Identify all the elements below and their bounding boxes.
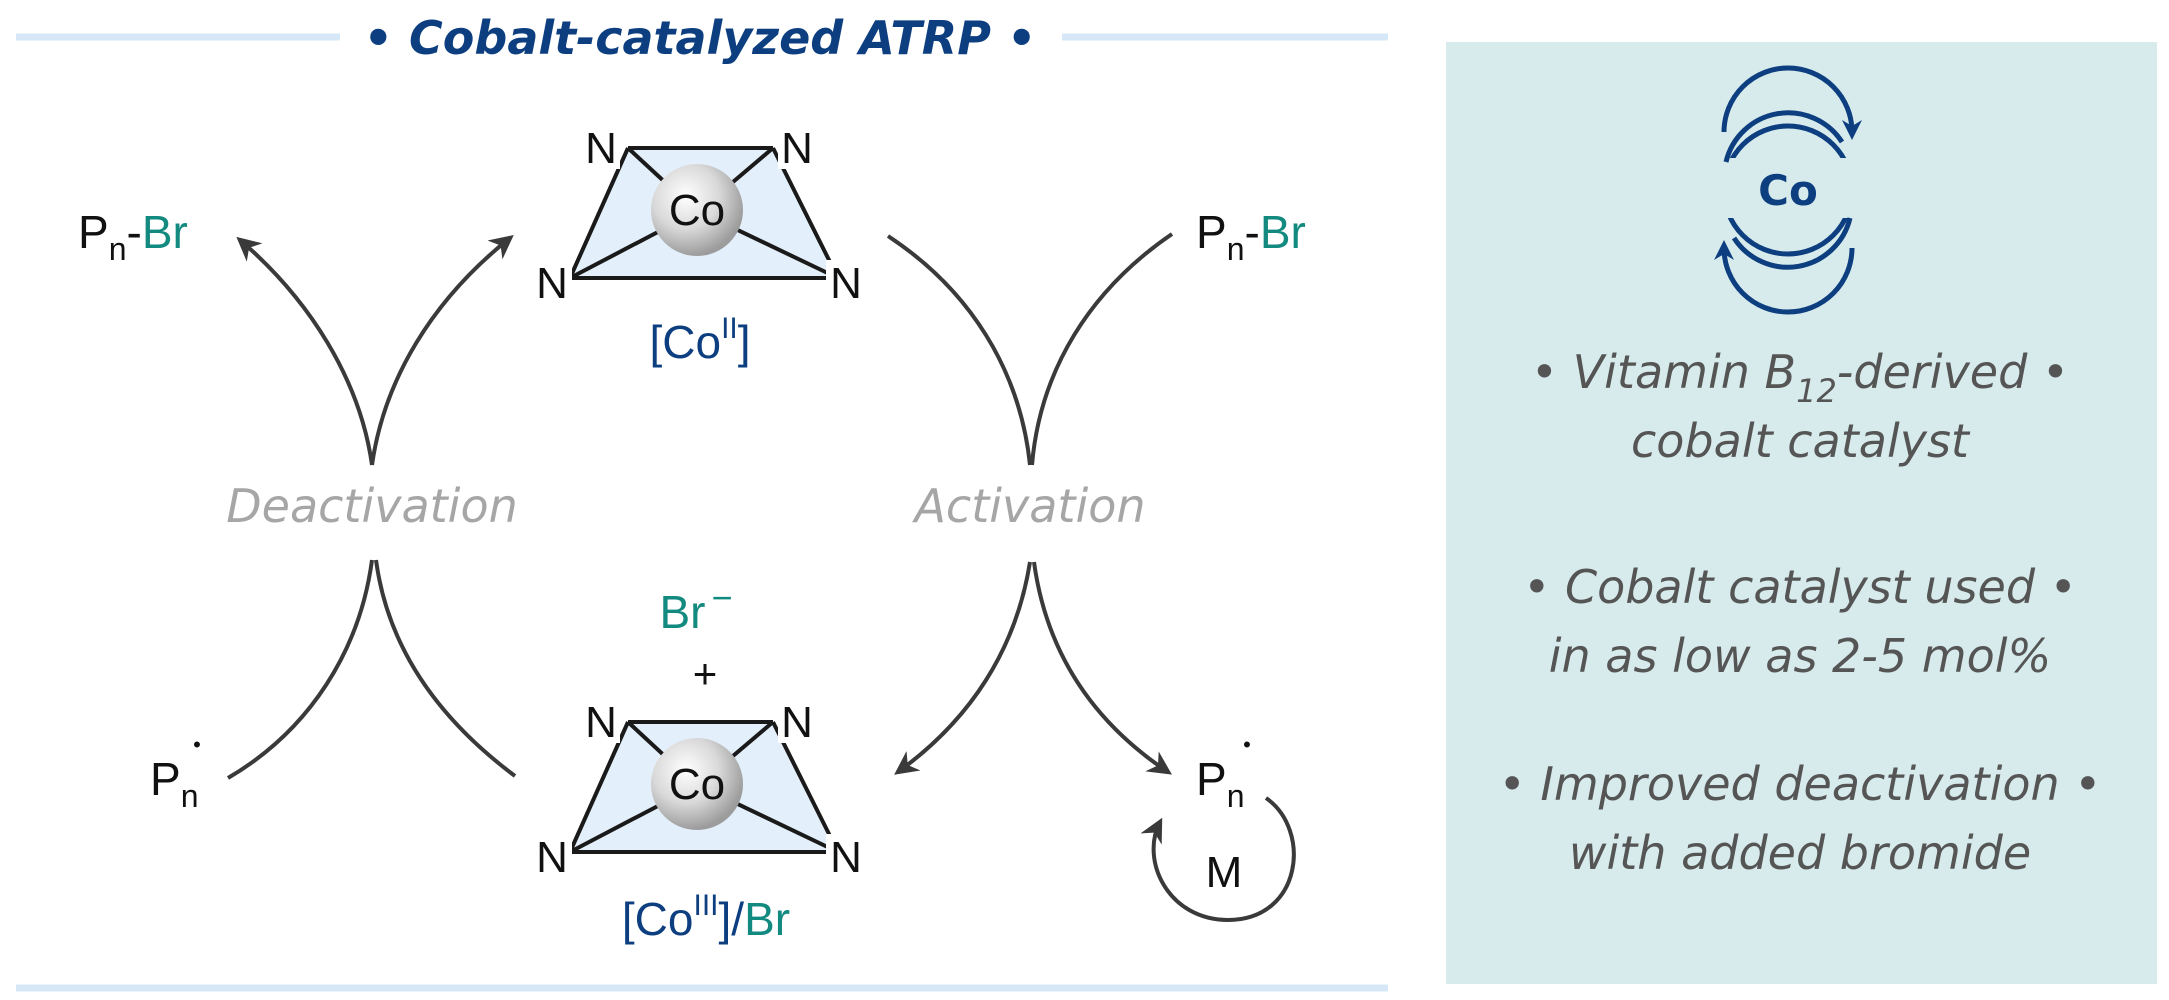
arrow-to-pn-br [236, 236, 374, 466]
bullet-vitamin-line2: cobalt catalyst [1631, 414, 1971, 468]
info-panel: Co • Vitamin B12-derived • cobalt cataly… [1446, 42, 2157, 984]
right-pn-radical: Pn [1196, 753, 1244, 814]
co-ii-complex: N N N N Co [CoII] [532, 123, 866, 368]
co-iii-metal-sphere [651, 738, 743, 830]
arrow-to-co-ii [370, 235, 514, 466]
co-iii-metal: Co [669, 760, 725, 809]
arrow-to-co-iii [894, 561, 1032, 775]
right-radical-dot: • [1243, 732, 1251, 757]
co-ii-n-bottom-left: N [536, 259, 568, 308]
propagation-loop-arrow [1140, 796, 1296, 923]
co-iii-n-bottom-left: N [536, 833, 568, 882]
co-ii-metal-sphere [651, 164, 743, 256]
co-iii-complex: Br− + N N N N Co [CoIII]/Br [532, 577, 866, 945]
cobalt-icon-label: Co [1758, 166, 1818, 215]
left-pn-radical: Pn [150, 753, 198, 814]
co-ii-metal: Co [669, 186, 725, 235]
bullet-loading-line1: • Cobalt catalyst used • [1523, 560, 2077, 614]
left-radical-dot: • [193, 732, 201, 757]
bromide-anion: Br− [659, 577, 732, 638]
bullet-vitamin-line1: • Vitamin B12-derived • [1531, 345, 2069, 410]
co-ii-n-bottom-right: N [830, 259, 862, 308]
plus-sign: + [693, 650, 718, 697]
co-ii-label: [CoII] [649, 312, 750, 368]
co-iii-n-top-left: N [585, 698, 617, 747]
curve-from-co-ii [886, 234, 1032, 466]
title: • Cobalt-catalyzed ATRP • [364, 11, 1037, 65]
deactivation-step: Pn-Br Deactivation Pn • [78, 206, 518, 814]
bullet-bromide-line1: • Improved deactivation • [1499, 757, 2102, 811]
activation-label: Activation [911, 479, 1145, 533]
co-ii-n-top-right: N [781, 124, 813, 173]
deactivation-label: Deactivation [226, 479, 518, 533]
cobalt-cycle-icon [1712, 65, 1864, 315]
co-ii-n-top-left: N [585, 124, 617, 173]
co-iii-n-top-right: N [781, 698, 813, 747]
bullet-bromide-line2: with added bromide [1569, 826, 2031, 880]
right-pn-br: Pn-Br [1196, 206, 1306, 267]
curve-from-pn-br [1030, 232, 1174, 466]
left-pn-br: Pn-Br [78, 206, 188, 267]
curve-from-pn-radical [226, 559, 374, 780]
co-iii-n-bottom-right: N [830, 833, 862, 882]
bullet-loading-line2: in as low as 2-5 mol% [1549, 629, 2051, 683]
monomer-label: M [1206, 848, 1243, 897]
co-iii-label: [CoIII]/Br [622, 889, 790, 945]
activation-step: Pn-Br Activation Pn • M [886, 206, 1306, 923]
curve-from-co-iii [374, 559, 517, 778]
arrow-to-pn-radical [1032, 561, 1172, 775]
